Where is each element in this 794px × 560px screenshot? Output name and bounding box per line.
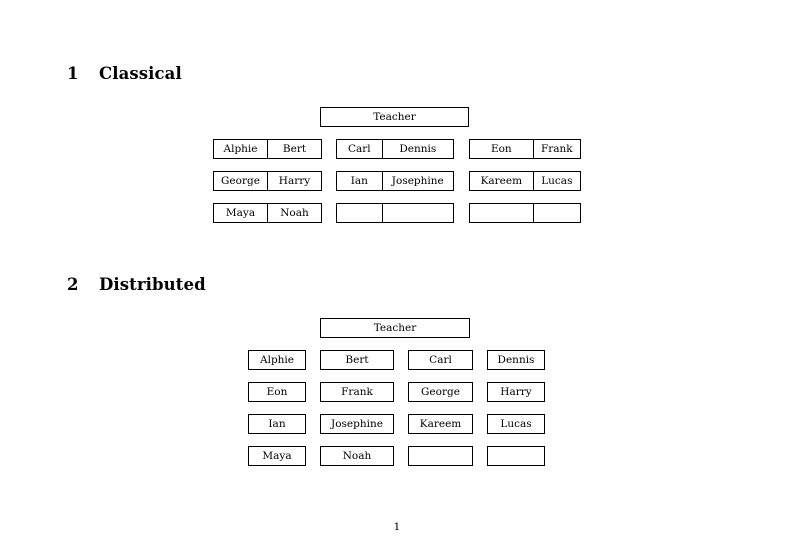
teacher-cell: Teacher [320,318,470,338]
classical-middle-row-1: Carl Dennis [336,139,455,159]
classical-middle-row-3 [336,203,455,223]
empty-cell [532,203,582,223]
table-row: George [408,382,473,402]
empty-cell [408,446,473,466]
table-row [469,203,582,223]
table-row: Carl [408,350,473,370]
table-row: Dennis [487,350,545,370]
table-row: Eon Frank [469,139,582,159]
classical-right-row-2: Kareem Lucas [469,171,582,191]
student-cell: Ian [248,414,306,434]
empty-cell [487,446,545,466]
distributed-box-r1c4: Dennis [487,350,545,370]
table-row: Kareem Lucas [469,171,582,191]
distributed-box-r3c2: Josephine [320,414,394,434]
page-number: 1 [393,521,401,533]
table-row: Ian Josephine [336,171,455,191]
student-cell: Bert [320,350,394,370]
student-cell: Josephine [320,414,394,434]
table-row: Harry [487,382,545,402]
student-cell: George [213,171,268,191]
table-row: Maya [248,446,306,466]
distributed-teacher-box: Teacher [320,318,470,338]
student-cell: Carl [408,350,473,370]
distributed-box-r3c3: Kareem [408,414,473,434]
student-cell: Eon [469,139,534,159]
section-number: 2 [67,275,79,294]
table-row: Bert [320,350,394,370]
distributed-box-r4c3 [408,446,473,466]
student-cell: Lucas [532,171,582,191]
student-cell: Maya [248,446,306,466]
distributed-box-r3c1: Ian [248,414,306,434]
student-cell: Harry [487,382,545,402]
table-row: Carl Dennis [336,139,455,159]
student-cell: Bert [267,139,322,159]
table-row [487,446,545,466]
student-cell: Dennis [487,350,545,370]
table-row: Teacher [320,107,469,127]
table-row [408,446,473,466]
table-row: Ian [248,414,306,434]
table-row: Alphie [248,350,306,370]
distributed-box-r3c4: Lucas [487,414,545,434]
table-row: Maya Noah [213,203,322,223]
classical-left-row-3: Maya Noah [213,203,322,223]
student-cell: Eon [248,382,306,402]
student-cell: Maya [213,203,268,223]
section-heading-classical: 1 Classical [67,64,182,83]
table-row [336,203,455,223]
distributed-box-r4c2: Noah [320,446,394,466]
distributed-box-r2c4: Harry [487,382,545,402]
table-row: Noah [320,446,394,466]
distributed-box-r1c1: Alphie [248,350,306,370]
teacher-cell: Teacher [320,107,469,127]
table-row: George Harry [213,171,322,191]
classical-teacher-box: Teacher [320,107,469,127]
section-title: Classical [99,64,182,83]
distributed-box-r2c2: Frank [320,382,394,402]
empty-cell [469,203,534,223]
student-cell: George [408,382,473,402]
distributed-box-r4c4 [487,446,545,466]
table-row: Kareem [408,414,473,434]
student-cell: Noah [267,203,322,223]
student-cell: Frank [320,382,394,402]
table-row: Josephine [320,414,394,434]
student-cell: Harry [267,171,322,191]
student-cell: Frank [532,139,582,159]
student-cell: Noah [320,446,394,466]
distributed-box-r1c3: Carl [408,350,473,370]
section-heading-distributed: 2 Distributed [67,275,206,294]
table-row: Teacher [320,318,470,338]
table-row: Alphie Bert [213,139,322,159]
empty-cell [381,203,455,223]
student-cell: Kareem [469,171,534,191]
empty-cell [336,203,383,223]
student-cell: Dennis [381,139,455,159]
classical-middle-row-2: Ian Josephine [336,171,455,191]
classical-left-row-2: George Harry [213,171,322,191]
table-row: Lucas [487,414,545,434]
student-cell: Ian [336,171,383,191]
section-number: 1 [67,64,79,83]
distributed-box-r2c3: George [408,382,473,402]
distributed-box-r1c2: Bert [320,350,394,370]
student-cell: Kareem [408,414,473,434]
distributed-box-r2c1: Eon [248,382,306,402]
student-cell: Alphie [248,350,306,370]
student-cell: Lucas [487,414,545,434]
distributed-box-r4c1: Maya [248,446,306,466]
table-row: Frank [320,382,394,402]
classical-left-row-1: Alphie Bert [213,139,322,159]
student-cell: Alphie [213,139,268,159]
classical-right-row-3 [469,203,582,223]
student-cell: Josephine [381,171,455,191]
table-row: Eon [248,382,306,402]
student-cell: Carl [336,139,383,159]
classical-right-row-1: Eon Frank [469,139,582,159]
section-title: Distributed [99,275,206,294]
